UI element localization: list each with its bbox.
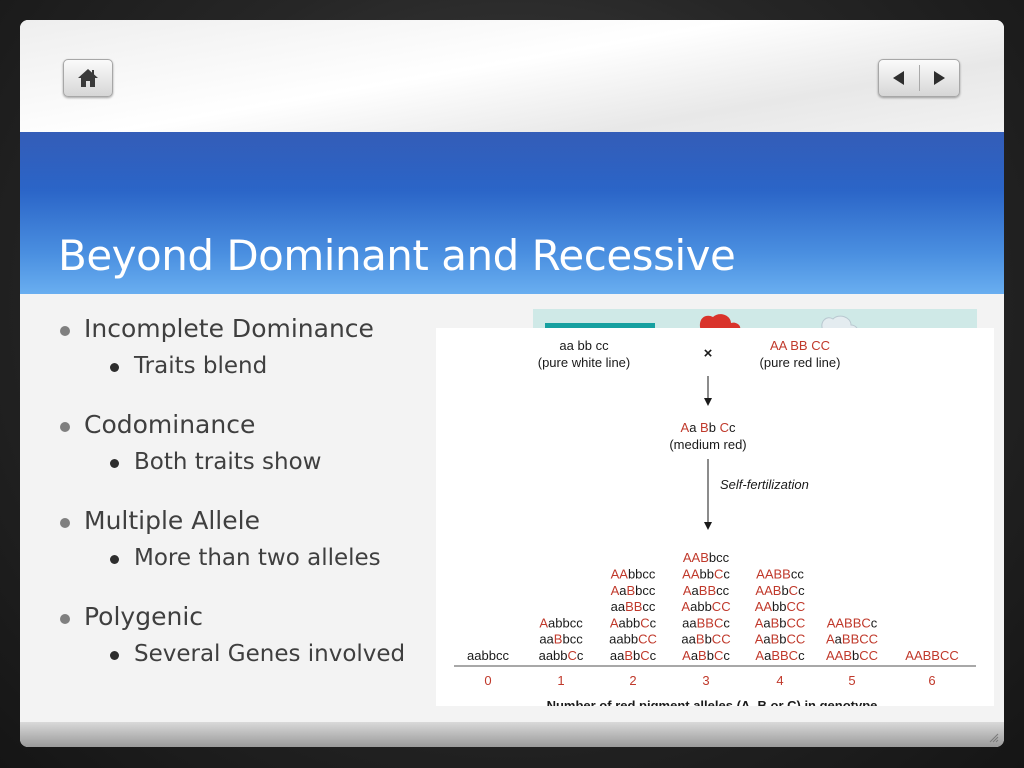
sub-bullet-both-traits-show: Both traits show <box>108 446 438 478</box>
genotype-label: AabbCC <box>681 599 730 614</box>
flower-photo-strip <box>533 309 977 331</box>
allele-count-label: 4 <box>776 673 783 688</box>
genotype-label: AABbcc <box>683 550 730 565</box>
sub-bullet-text: Traits blend <box>134 353 268 379</box>
genotype-label: AAbbcc <box>611 567 656 582</box>
bullet-text: Polygenic <box>84 602 204 631</box>
flower-photo-image <box>545 314 858 331</box>
resize-grip-icon[interactable] <box>987 731 999 743</box>
genotype-label: AABBCc <box>827 615 878 630</box>
next-slide-button[interactable] <box>919 60 959 96</box>
bullet-list: Incomplete Dominance Traits blend Codomi… <box>58 312 438 670</box>
triangle-right-icon <box>934 71 946 85</box>
genotype-label: aaBbCc <box>610 648 657 663</box>
genotype-label: AABBCC <box>905 648 958 663</box>
genotype-label: AABbCc <box>755 583 805 598</box>
genotype-label: AaBbcc <box>611 583 656 598</box>
slide: Beyond Dominant and Recessive Incomplete… <box>20 20 1004 747</box>
bullet-text: Codominance <box>84 410 256 439</box>
parent2-genotype: AA BB CC <box>770 338 830 353</box>
genotype-label: AaBbCC <box>755 632 806 647</box>
polygenic-inheritance-figure: aa bb cc (pure white line) × AA BB CC (p… <box>436 328 994 713</box>
home-icon <box>78 69 98 87</box>
genotype-label: AABBcc <box>756 567 804 582</box>
slide-header-band <box>20 20 1004 132</box>
parent1-genotype: aa bb cc <box>559 338 609 353</box>
parent1-label: (pure white line) <box>538 355 631 370</box>
allele-count-label: 2 <box>629 673 636 688</box>
x-axis-label: Number of red pigment alleles (A, B or C… <box>547 698 878 706</box>
triangle-left-icon <box>892 71 904 85</box>
genotype-label: aaBbcc <box>539 632 583 647</box>
genotype-label: Aabbcc <box>539 615 583 630</box>
bullet-incomplete-dominance: Incomplete Dominance Traits blend <box>58 312 438 382</box>
genotype-label: aaBBCc <box>682 615 730 630</box>
pager-divider <box>918 65 920 91</box>
sub-bullet-several-genes-involved: Several Genes involved <box>108 638 438 670</box>
sub-bullet-more-than-two-alleles: More than two alleles <box>108 542 438 574</box>
bullet-text: Incomplete Dominance <box>84 314 374 343</box>
title-band: Beyond Dominant and Recessive <box>20 132 1004 294</box>
arrow-1-head <box>704 398 712 406</box>
allele-count-label: 0 <box>484 673 491 688</box>
f1-label: (medium red) <box>669 437 746 452</box>
genotype-label: aaBbCC <box>681 632 730 647</box>
allele-count-label: 6 <box>928 673 935 688</box>
genotype-label: AAbbCC <box>755 599 806 614</box>
genotype-label: aaBBcc <box>611 599 656 614</box>
genotype-label: aabbCC <box>609 632 657 647</box>
parent2-label: (pure red line) <box>760 355 841 370</box>
genotype-label: AaBbCC <box>755 615 806 630</box>
allele-count-labels: 0 1 2 3 4 5 6 <box>484 673 935 688</box>
bullet-text: Multiple Allele <box>84 506 260 535</box>
slide-footer-band <box>20 722 1004 747</box>
genotype-label: aabbcc <box>467 648 509 663</box>
previous-slide-button[interactable] <box>879 60 919 96</box>
slide-pager <box>878 59 960 97</box>
genotype-label: AaBBCc <box>755 648 805 663</box>
genotype-label: AaBbCc <box>682 648 730 663</box>
allele-count-label: 3 <box>702 673 709 688</box>
bullet-codominance: Codominance Both traits show <box>58 408 438 478</box>
arrow-2-head <box>704 522 712 530</box>
sub-bullet-text: Both traits show <box>134 449 322 475</box>
genotype-label: AaBBCC <box>826 632 878 647</box>
genotype-label: AabbCc <box>610 615 657 630</box>
sub-bullet-text: More than two alleles <box>134 545 381 571</box>
f1-genotype: Aa Bb Cc <box>681 420 736 435</box>
home-button[interactable] <box>63 59 113 97</box>
genotype-label: AaBBcc <box>683 583 730 598</box>
genotype-label: AABbCC <box>826 648 878 663</box>
sub-bullet-text: Several Genes involved <box>134 641 406 667</box>
bullet-polygenic: Polygenic Several Genes involved <box>58 600 438 670</box>
figure-svg: aa bb cc (pure white line) × AA BB CC (p… <box>454 338 976 713</box>
slide-title: Beyond Dominant and Recessive <box>58 231 736 280</box>
cross-symbol: × <box>704 345 713 362</box>
bullet-multiple-allele: Multiple Allele More than two alleles <box>58 504 438 574</box>
allele-count-label: 1 <box>557 673 564 688</box>
allele-count-label: 5 <box>848 673 855 688</box>
genotype-label: aabbCc <box>539 648 584 663</box>
self-fertilization-label: Self-fertilization <box>720 477 809 492</box>
genotype-label: AAbbCc <box>682 567 730 582</box>
sub-bullet-traits-blend: Traits blend <box>108 350 438 382</box>
